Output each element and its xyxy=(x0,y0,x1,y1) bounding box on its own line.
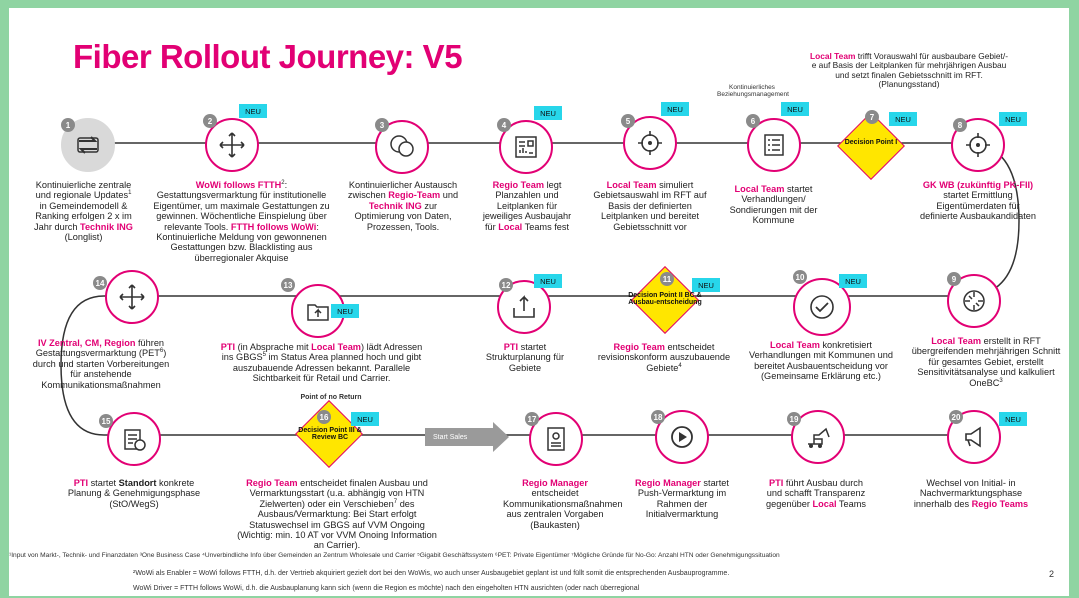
step-1-text: Kontinuierliche zentrale und regionale U… xyxy=(34,180,133,243)
new-badge: NEU xyxy=(839,274,867,288)
step-number: 8 xyxy=(953,118,967,132)
point-of-no-return: Point of no Return xyxy=(300,394,362,401)
chat-bubbles-icon xyxy=(390,135,414,157)
certificate-icon xyxy=(547,427,565,451)
step-2-text: WoWi follows FTTH2: Gestattungsvermarktu… xyxy=(153,180,330,263)
step-19-text: PTI führt Ausbau durch und schafft Trans… xyxy=(766,478,866,509)
step-10-text: Local Team konkretisiert Verhandlungen m… xyxy=(748,340,894,382)
new-badge: NEU xyxy=(692,278,720,292)
new-badge: NEU xyxy=(331,304,359,318)
step-2-circle xyxy=(205,118,259,172)
new-badge: NEU xyxy=(534,106,562,120)
decision-point-3-label: Decision Point III & Review BC xyxy=(298,427,362,442)
decision-point-2-label: Decision Point II BC & Ausbau-entscheidu… xyxy=(628,292,702,307)
play-icon xyxy=(671,426,693,448)
step-14-circle xyxy=(105,270,159,324)
step-8-text: GK WB (zukünftig PK-FII) startet Ermittl… xyxy=(920,180,1036,222)
start-sales-arrow: Start Sales xyxy=(425,428,493,446)
refresh-icon xyxy=(77,136,99,154)
new-badge: NEU xyxy=(999,112,1027,126)
target-icon xyxy=(638,131,662,155)
step-number: 19 xyxy=(787,412,801,426)
new-badge: NEU xyxy=(661,102,689,116)
step-number: 2 xyxy=(203,114,217,128)
step-15-text: PTI startet Standort konkrete Planung & … xyxy=(67,478,201,509)
step-4-text: Regio Team legt Planzahlen und Leitplank… xyxy=(482,180,572,232)
step-13-text: PTI (in Absprache mit Local Team) lädt A… xyxy=(220,342,423,384)
step-17-text: Regio Manager entscheidet Kommunikations… xyxy=(503,478,623,530)
step-18-circle xyxy=(655,410,709,464)
step-18-text: Regio Manager startet Push-Vermarktung i… xyxy=(635,478,729,520)
dashboard-icon xyxy=(515,136,537,158)
new-badge: NEU xyxy=(534,274,562,288)
step-6-text: Local Team startet Verhandlungen/ Sondie… xyxy=(729,184,818,226)
page-title: Fiber Rollout Journey: V5 xyxy=(73,38,463,75)
step-number: 17 xyxy=(525,412,539,426)
step-number: 18 xyxy=(651,410,665,424)
top-note: Local Team trifft Vorauswahl für ausbaub… xyxy=(809,51,1008,90)
step-3-text: Kontinuierlicher Austausch zwischen Regi… xyxy=(347,180,459,232)
step-number: 5 xyxy=(621,114,635,128)
step-number: 7 xyxy=(865,110,879,124)
inbox-upload-icon xyxy=(513,295,535,318)
step-number: 12 xyxy=(499,278,513,292)
step-number: 16 xyxy=(317,410,331,424)
megaphone-icon xyxy=(965,426,981,448)
step-14-text: IV Zentral, CM, Region führen Gestattung… xyxy=(32,338,170,390)
step-6-circle xyxy=(747,118,801,172)
new-badge: NEU xyxy=(889,112,917,126)
target-icon xyxy=(966,133,990,157)
new-badge: NEU xyxy=(351,412,379,426)
step-number: 10 xyxy=(793,270,807,284)
folder-upload-icon xyxy=(307,304,329,321)
footnote-3: WoWi Driver = FTTH follows WoWi, d.h. di… xyxy=(133,585,640,592)
step-number: 1 xyxy=(61,118,75,132)
step-9-text: Local Team erstellt in RFT übergreifende… xyxy=(911,336,1061,388)
excavator-icon xyxy=(808,427,830,448)
step-20-text: Wechsel von Initial- in Nachvermarktungs… xyxy=(913,478,1029,509)
step-number: 20 xyxy=(949,410,963,424)
checklist-icon xyxy=(764,134,784,156)
compass-icon xyxy=(963,290,985,312)
new-badge: NEU xyxy=(239,104,267,118)
step-number: 15 xyxy=(99,414,113,428)
decision-point-1-label: Decision Point I xyxy=(844,139,898,146)
move-arrows-icon xyxy=(119,284,145,310)
step-12-text: PTI startet Strukturplanung für Gebiete xyxy=(485,342,565,373)
footnote-1: ¹Input von Markt-, Technik- und Finanzda… xyxy=(9,552,780,559)
check-circle-icon xyxy=(810,295,834,319)
step-number: 11 xyxy=(660,272,674,286)
move-arrows-icon xyxy=(219,132,245,158)
step-number: 9 xyxy=(947,272,961,286)
step-11-text: Regio Team entscheidet revisionskonform … xyxy=(597,342,731,373)
start-sales-arrowhead xyxy=(493,422,509,452)
step-number: 13 xyxy=(281,278,295,292)
slide: { "title": "Fiber Rollout Journey: V5", … xyxy=(9,8,1069,596)
step-number: 14 xyxy=(93,276,107,290)
continuous-relationship-label: Kontinuierliches Beziehungsmanagement xyxy=(717,84,789,99)
step-16-text: Regio Team entscheidet finalen Ausbau un… xyxy=(237,478,437,551)
new-badge: NEU xyxy=(781,102,809,116)
step-number: 6 xyxy=(746,114,760,128)
page-number: 2 xyxy=(1049,569,1055,579)
step-15-circle xyxy=(107,412,161,466)
new-badge: NEU xyxy=(999,412,1027,426)
step-number: 3 xyxy=(375,118,389,132)
footnote-2: ²WoWi als Enabler = WoWi follows FTTH, d… xyxy=(133,570,730,577)
step-5-text: Local Team simuliert Gebietsauswahl im R… xyxy=(593,180,707,232)
clipboard-clock-icon xyxy=(124,429,146,451)
step-number: 4 xyxy=(497,118,511,132)
